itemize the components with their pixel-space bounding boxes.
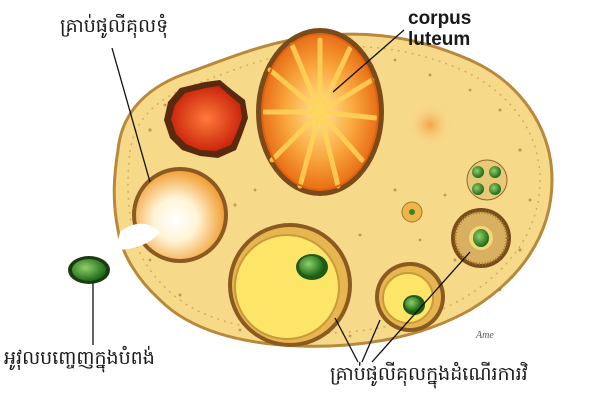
antral-follicle-small: [375, 262, 445, 332]
released-egg: [68, 256, 110, 284]
corpus-luteum-label-line2: luteum: [408, 29, 471, 50]
faint-body: [408, 103, 452, 147]
corpus-luteum-label-line1: corpus: [408, 8, 471, 29]
mature-follicle-label: គ្រាប់ផូលីគុលទុំ: [60, 14, 168, 42]
primordial-follicles: [467, 160, 507, 200]
corpus-luteum-label: corpus luteum: [408, 8, 471, 50]
artist-signature: Ame: [476, 330, 494, 341]
developing-follicles-label: គ្រាប់ផូលីគុលក្នុងដំណើរការវិ: [330, 362, 528, 390]
antral-follicle-large: [228, 223, 352, 347]
corpus-luteum: [256, 28, 384, 196]
secondary-follicle-right: [451, 208, 511, 268]
ovulated-egg-label: អូវុលបញ្ចេញក្នុងបំពង់: [4, 346, 155, 374]
small-follicle-core: [409, 209, 415, 215]
